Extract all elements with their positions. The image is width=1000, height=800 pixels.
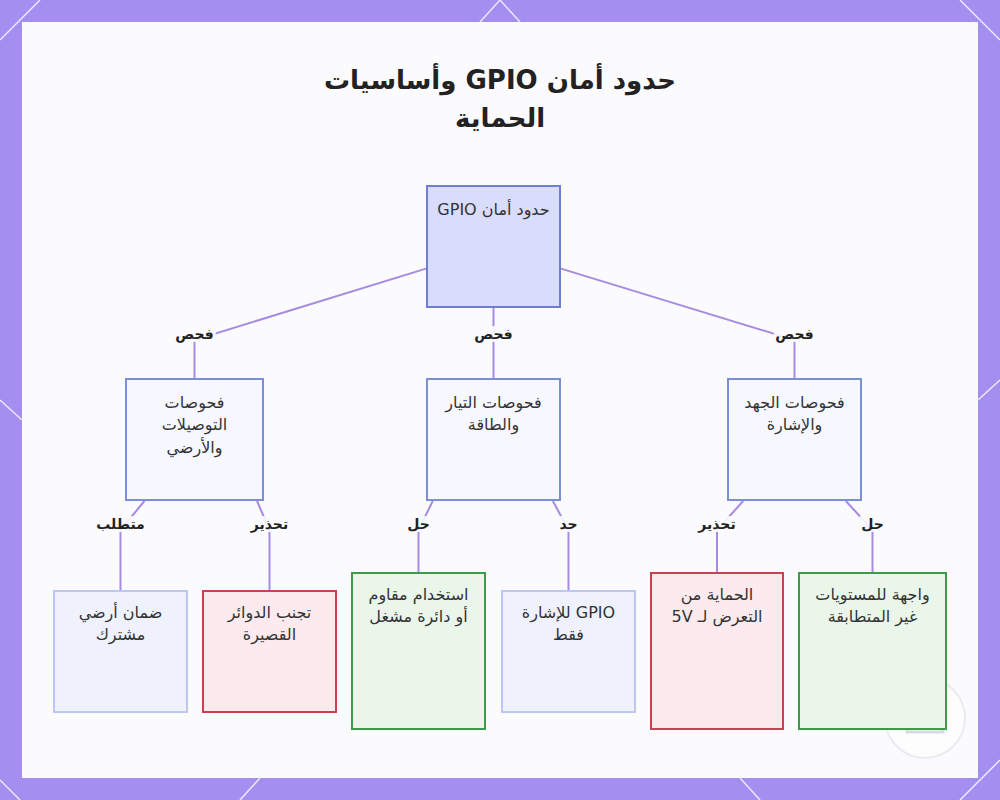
connector-line: [846, 501, 873, 572]
text-stack: GPIO للإشارة فقط: [511, 602, 626, 647]
node-label: ضمان أرضي مشترك: [63, 602, 178, 647]
node-label: فحوصات التوصيلات والأرضي: [135, 392, 254, 459]
connector-line: [195, 269, 427, 378]
edge-label: حل: [859, 516, 886, 532]
warning-box: تجنب الدوائر القصيرة: [202, 590, 337, 713]
text-stack: فحوصات التيار والطاقة: [436, 392, 551, 437]
node-label: فحوصات الجهد والإشارة: [737, 392, 852, 437]
edge-label: تحذير: [249, 516, 290, 532]
solution-box: استخدام مقاوم أو دائرة مشغل: [351, 572, 486, 730]
node-label: حدود أمان GPIO: [437, 199, 549, 221]
edge-label: فحص: [773, 326, 815, 342]
connector: [419, 501, 433, 572]
root-box: حدود أمان GPIO: [426, 185, 561, 308]
text-stack: استخدام مقاوم أو دائرة مشغل: [361, 584, 476, 629]
requirement-box: ضمان أرضي مشترك: [53, 590, 188, 713]
connector: [553, 501, 569, 590]
text-stack: ضمان أرضي مشترك: [63, 602, 178, 647]
connector: [717, 501, 743, 572]
connector: [121, 501, 145, 590]
check-box: فحوصات الجهد والإشارة: [727, 378, 862, 501]
diagram-title: حدود أمان GPIO وأساسيات الحماية: [300, 62, 700, 137]
node-label: واجهة للمستويات غير المتطابقة: [808, 584, 937, 629]
solution-box: واجهة للمستويات غير المتطابقة: [798, 572, 947, 730]
connector: [846, 501, 873, 572]
text-stack: تجنب الدوائر القصيرة: [212, 602, 327, 647]
edge-label: حل: [405, 516, 432, 532]
edge-label: تحذير: [696, 516, 737, 532]
connector: [561, 269, 795, 378]
connector-line: [257, 501, 269, 590]
connector-line: [419, 501, 433, 572]
warning-box: الحماية من التعرض لـ 5V: [650, 572, 784, 730]
edge-label: متطلب: [94, 516, 147, 532]
text-stack: فحوصات الجهد والإشارة: [737, 392, 852, 437]
text-stack: واجهة للمستويات غير المتطابقة: [808, 584, 937, 629]
check-box: فحوصات التيار والطاقة: [426, 378, 561, 501]
text-stack: فحوصات التوصيلات والأرضي: [135, 392, 254, 459]
text-stack: الحماية من التعرض لـ 5V: [660, 584, 774, 629]
node-label: تجنب الدوائر القصيرة: [212, 602, 327, 647]
check-box: فحوصات التوصيلات والأرضي: [125, 378, 264, 501]
connector-line: [553, 501, 569, 590]
node-label: GPIO للإشارة فقط: [511, 602, 626, 647]
connector: [195, 269, 427, 378]
edge-label: فحص: [472, 326, 514, 342]
edge-label: حد: [557, 516, 579, 532]
limit-box: GPIO للإشارة فقط: [501, 590, 636, 713]
node-label: استخدام مقاوم أو دائرة مشغل: [361, 584, 476, 629]
connector-line: [121, 501, 145, 590]
connector-line: [493, 308, 495, 378]
connector: [257, 501, 269, 590]
connector: [493, 308, 494, 378]
node-label: الحماية من التعرض لـ 5V: [660, 584, 774, 629]
text-stack: حدود أمان GPIO: [437, 199, 549, 221]
node-label: فحوصات التيار والطاقة: [436, 392, 551, 437]
connector-line: [561, 269, 795, 378]
connector-line: [717, 501, 743, 572]
edge-label: فحص: [173, 326, 215, 342]
